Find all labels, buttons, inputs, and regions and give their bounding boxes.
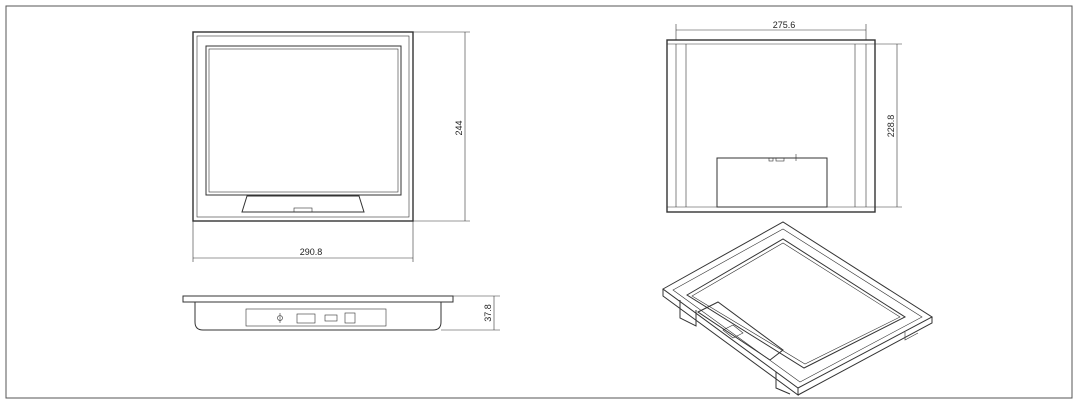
bottom-lip [182,295,454,303]
iso-screen [686,238,907,369]
iso-stand-foot [697,301,784,361]
rear-port-2 [775,157,785,162]
front-screen-inner [208,48,399,193]
front-view: 244 290.8 [192,31,470,262]
iso-left-foot [679,300,697,327]
bottom-io-panel [245,308,387,327]
front-stand-notch [293,207,313,213]
vga-port-icon [296,313,316,324]
bottom-depth-label: 37.8 [483,304,493,322]
dc-jack-icon [344,312,356,324]
bottom-view: 37.8 [182,295,500,331]
isometric-view [662,221,933,396]
rear-height-label: 228.8 [886,115,896,138]
iso-right-foot-2 [904,332,919,341]
rear-housing [666,39,876,213]
front-bezel [192,31,414,222]
drawing-border [5,5,1073,399]
hdmi-port-icon [324,314,338,322]
rear-io-box [716,157,828,208]
iso-right-skirt [797,317,933,396]
bottom-body [194,301,442,331]
front-height-label: 244 [454,120,464,135]
rear-view: 275.6 228.8 [666,20,902,213]
front-screen [205,45,402,196]
iso-right-foot [775,372,791,395]
rear-width-label: 275.6 [773,20,796,30]
iso-screen-inner [691,242,901,365]
front-width-label: 290.8 [300,247,323,257]
rear-port-1 [768,157,774,162]
iso-front-skirt [662,289,799,396]
front-stand-foot [241,195,365,213]
iso-stand-notch [722,324,744,339]
front-bezel-inner [196,35,410,218]
